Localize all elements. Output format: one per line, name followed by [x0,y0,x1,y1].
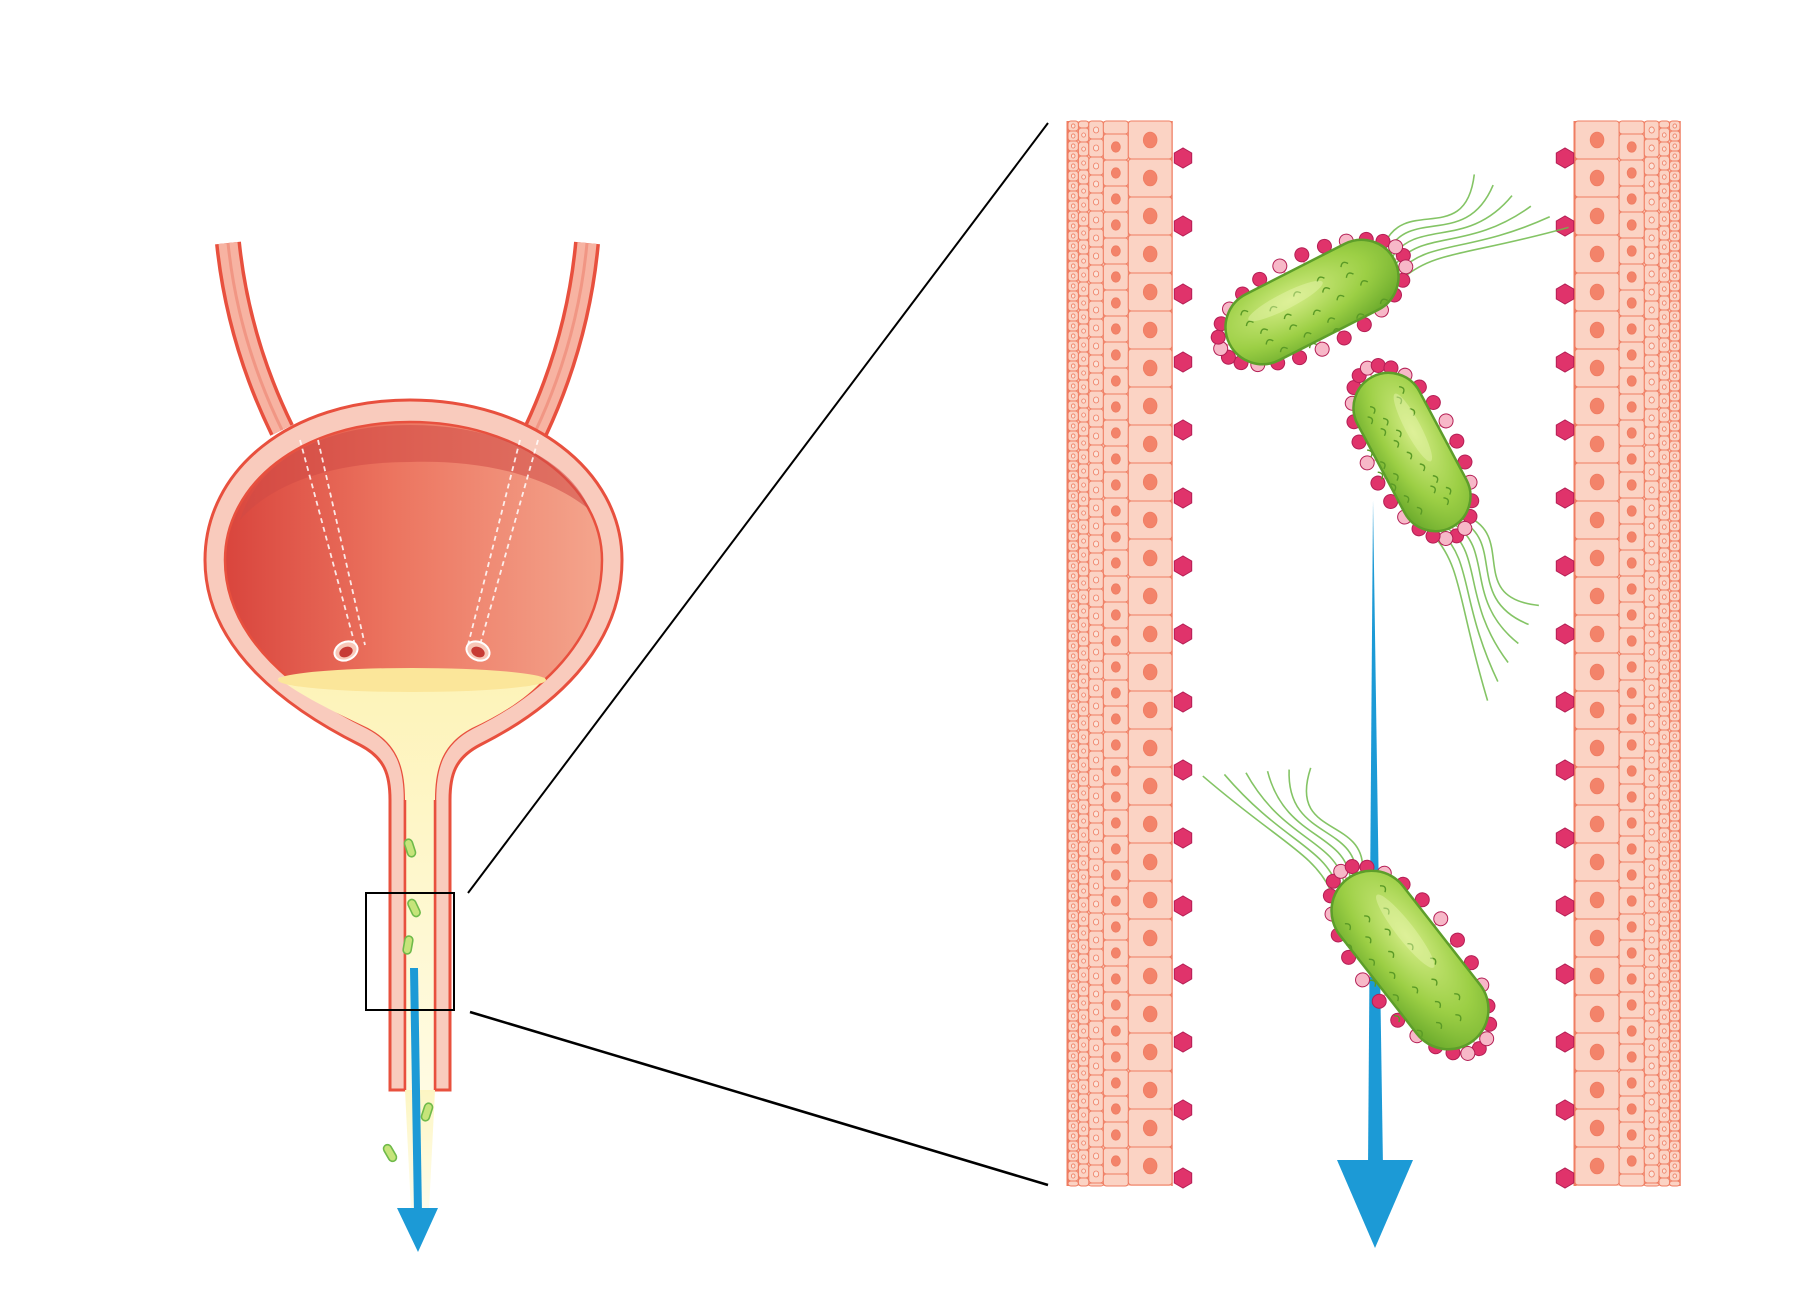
receptor-icon [1174,964,1191,984]
receptor-icon [1556,1168,1573,1188]
receptor-icon [1556,828,1573,848]
receptor-icon [1174,1032,1191,1052]
receptor-icon [1174,1100,1191,1120]
receptor-icon [1174,420,1191,440]
receptor-icon [1556,216,1573,236]
receptor-icon [1556,896,1573,916]
bacterium-icon [382,1143,398,1163]
receptor-icon [1556,420,1573,440]
receptor-icon [1556,624,1573,644]
bacterium-icon [1198,710,1529,1089]
receptor-icon [1174,148,1191,168]
epithelium-icon [1068,121,1172,1186]
receptor-icon [1174,692,1191,712]
receptor-icon [1174,760,1191,780]
receptor-icon [1556,148,1573,168]
receptor-icon [1556,760,1573,780]
receptor-icon [1556,1100,1573,1120]
receptor-icon [1556,488,1573,508]
epithelium-icon [1575,121,1680,1186]
bladder-figure [205,243,622,1252]
receptor-icon [1556,352,1573,372]
receptor-icon [1174,352,1191,372]
receptor-icon [1174,556,1191,576]
receptor-icon [1174,488,1191,508]
receptor-icon [1174,216,1191,236]
receptor-icon [1556,964,1573,984]
receptor-icon [1174,1168,1191,1188]
receptor-icon [1556,556,1573,576]
receptor-icon [1556,1032,1573,1052]
receptor-icon [1556,692,1573,712]
receptor-icon [1174,284,1191,304]
receptor-icon [1174,624,1191,644]
receptor-icon [1174,828,1191,848]
bacterium-icon [1318,338,1577,702]
bacteria-group [1190,135,1577,1089]
receptor-icon [1556,284,1573,304]
receptor-icon [1174,896,1191,916]
